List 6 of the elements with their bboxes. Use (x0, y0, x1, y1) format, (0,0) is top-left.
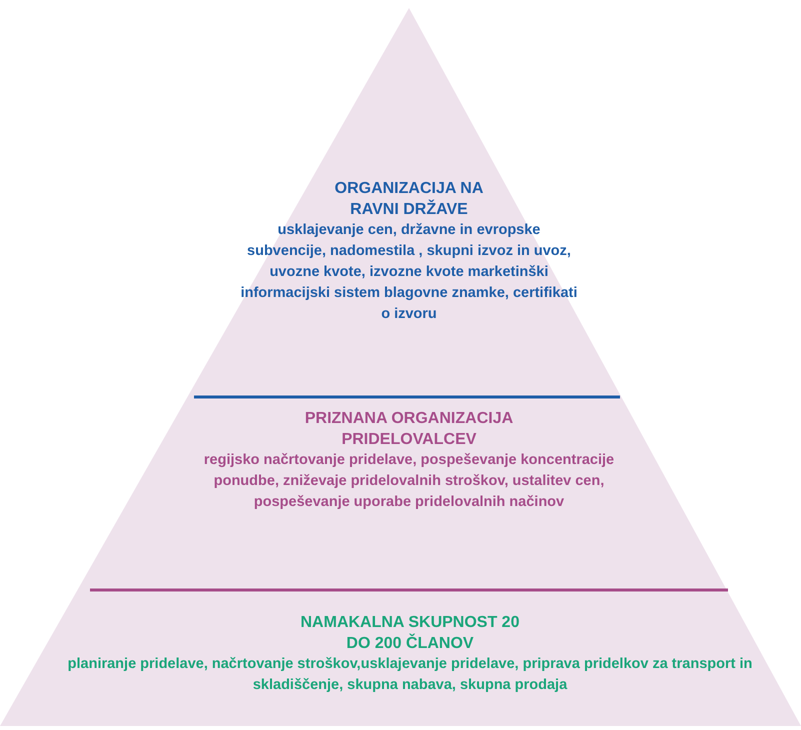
tier-heading: NAMAKALNA SKUPNOST 20 DO 200 ČLANOV (300, 613, 520, 654)
tier-heading: ORGANIZACIJA NA RAVNI DRŽAVE (334, 179, 484, 220)
tier-description: planiranje pridelave, načrtovanje stroškov,usklajevanje pridelave, priprava pridelkov za transport in skladiščenje, skupna nabava, skupna prodaja (66, 655, 754, 695)
tier-description: regijsko načrtovanje pridelave, pospeševanje koncentracije ponudbe, zniževaje pridelovalnih stroškov, ustalitev cen, pospeševanje uporabe pridelovalnih načinov (202, 451, 616, 512)
tier-heading: PRIZNANA ORGANIZACIJA PRIDELOVALCEV (304, 409, 514, 450)
tier-description: usklajevanje cen, državne in evropske subvencije, nadomestila , skupni izvoz in uvoz, uvozne kvote, izvozne kvote marketinški informacijski sistem blagovne znamke, certifikati o izvoru (240, 221, 578, 324)
